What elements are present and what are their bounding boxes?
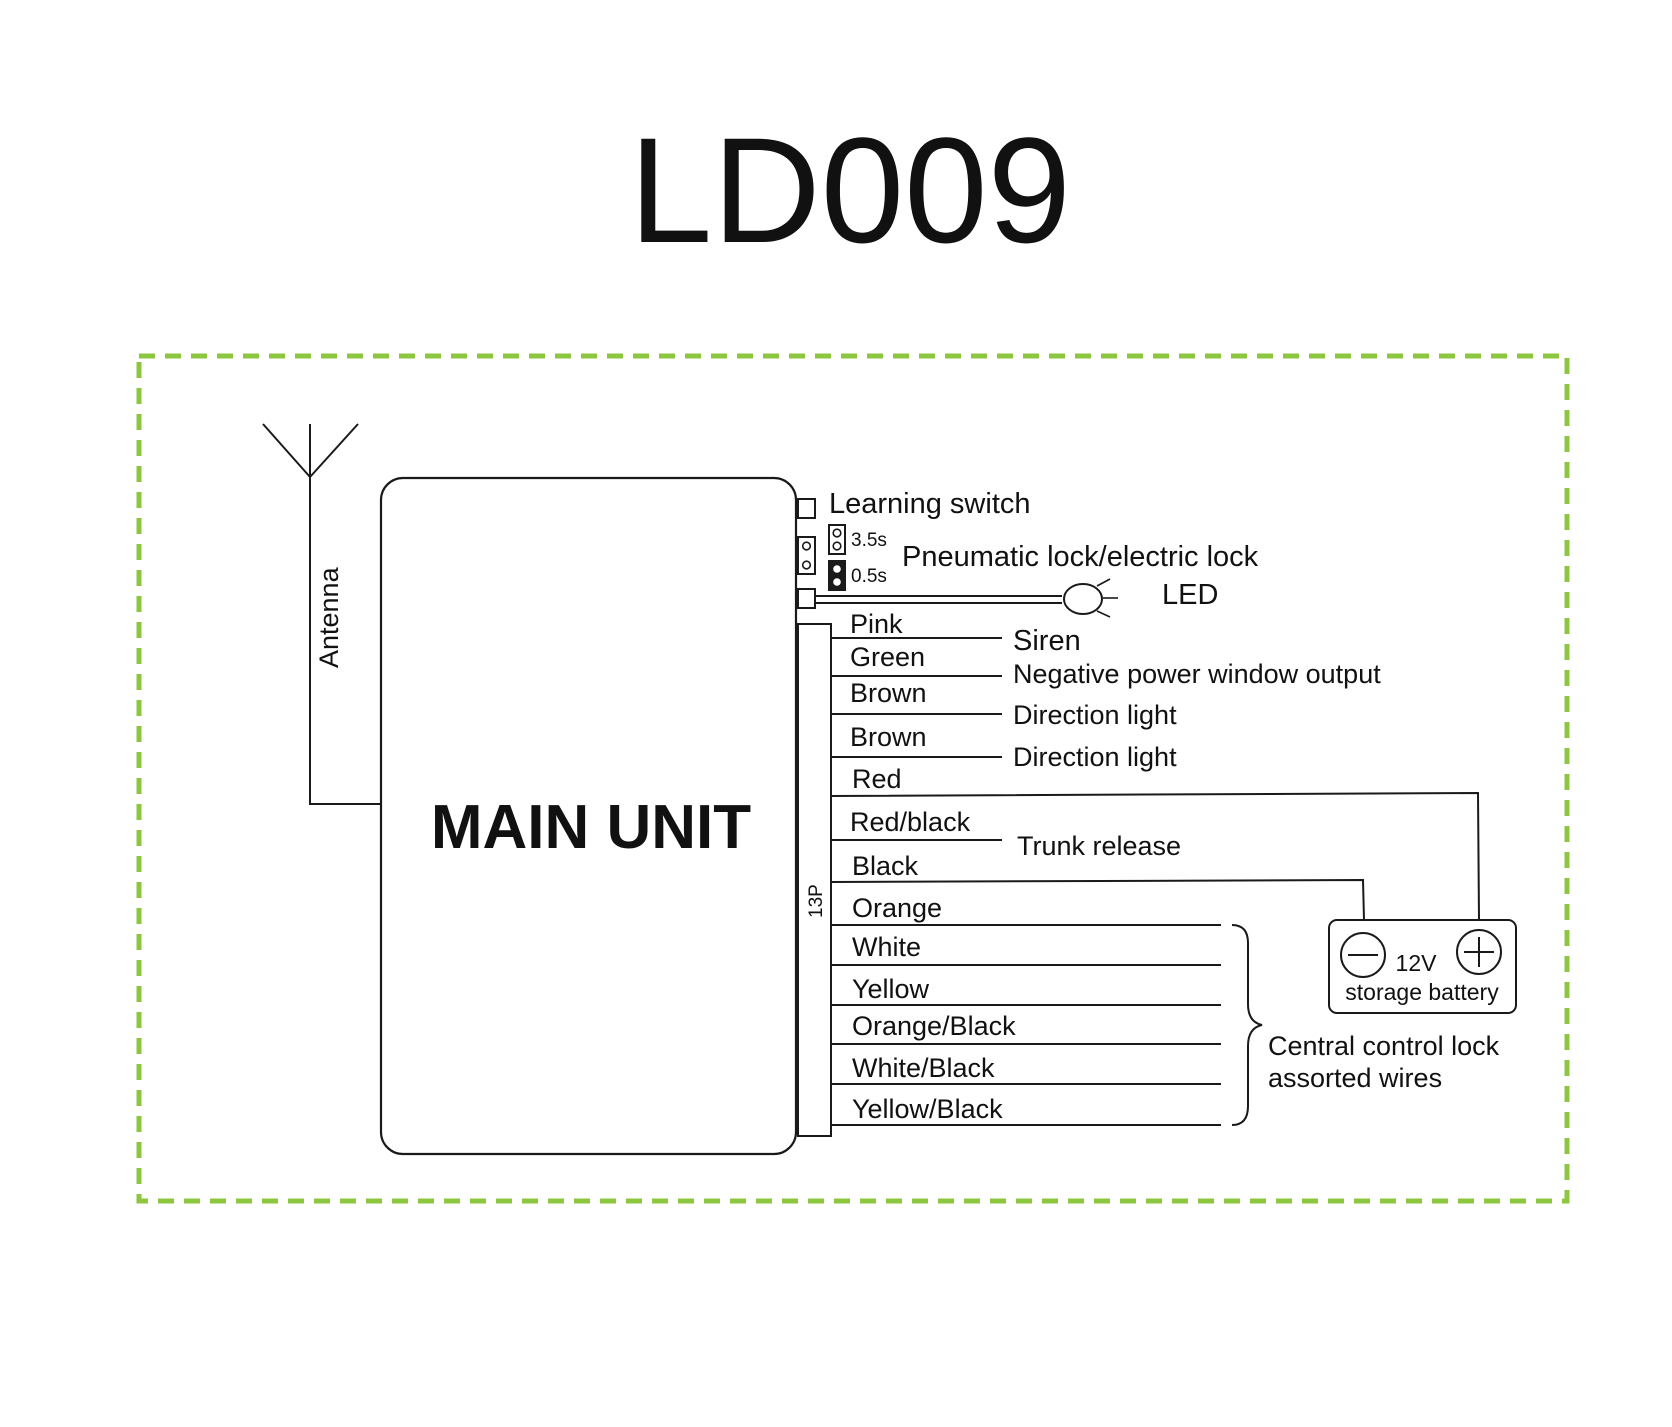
direction-light-label-2: Direction light [1013,742,1177,772]
trunk-release-label: Trunk release [1017,831,1181,861]
wire-label-yellow-black: Yellow/Black [852,1094,1003,1124]
led-connector [797,588,816,609]
central-lock-label-line2: assorted wires [1268,1063,1442,1093]
battery-label: storage battery [1345,979,1499,1005]
lock-mode-label: Pneumatic lock/electric lock [902,541,1259,573]
jumper-connector [797,536,816,575]
wire-lines [830,637,1480,1126]
learning-switch-connector [797,498,816,519]
main-unit-label: MAIN UNIT [431,793,751,862]
minus-icon [1340,932,1386,978]
13p-connector [797,623,832,1137]
led-icon [815,578,1118,618]
battery-box [1328,919,1517,1014]
battery-voltage: 12V [1396,950,1438,976]
wire-label-pink: Pink [850,609,903,639]
antenna-label: Antenna [314,566,344,668]
learning-switch-label: Learning switch [829,488,1031,520]
central-lock-brace [1231,924,1263,1126]
led-label: LED [1162,579,1218,611]
jumper-0-5s-label: 0.5s [851,566,887,587]
jumper-3-5s-label: 3.5s [851,530,887,551]
jumper-0-5s-icon [828,560,846,591]
wire-label-yellow: Yellow [852,974,930,1004]
page-title: LD009 [629,106,1071,274]
antenna-icon [262,423,381,805]
plus-icon [1456,929,1502,975]
wire-label-red: Red [852,764,902,794]
wire-label-orange: Orange [852,893,942,923]
wire-label-orange-black: Orange/Black [852,1011,1016,1041]
diagram-frame [136,353,1570,1204]
jumper-3-5s-icon [828,524,846,555]
wire-label-brown-2: Brown [850,722,927,752]
wire-label-black: Black [852,851,919,881]
wire-label-green: Green [850,642,925,672]
wire-label-red-black: Red/black [850,807,971,837]
connector-label: 13P [806,884,827,918]
central-lock-label-line1: Central control lock [1268,1031,1500,1061]
direction-light-label-1: Direction light [1013,700,1177,730]
main-unit-box [379,476,798,1156]
wire-label-white: White [852,932,921,962]
siren-label: Siren [1013,625,1081,657]
wire-label-white-black: White/Black [852,1053,995,1083]
wire-label-brown: Brown [850,678,927,708]
window-output-label: Negative power window output [1013,659,1381,689]
